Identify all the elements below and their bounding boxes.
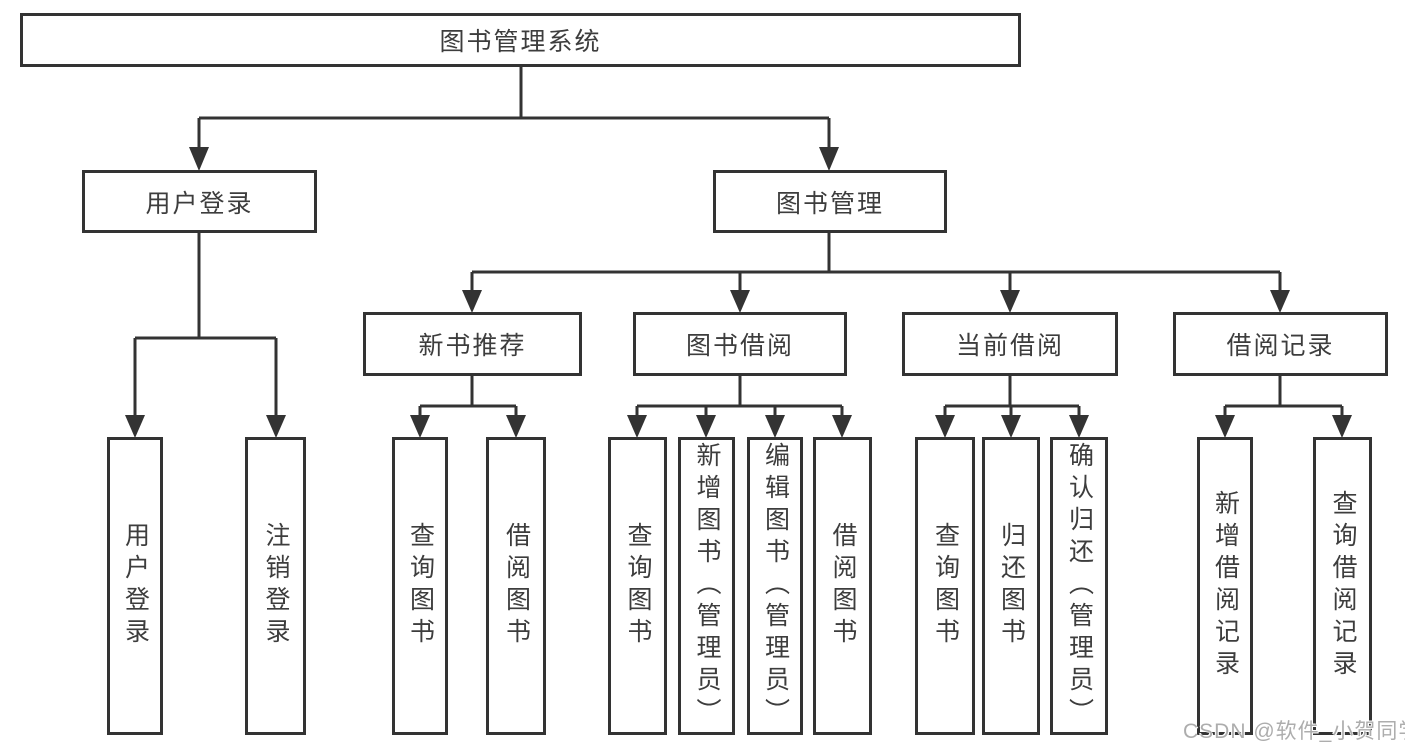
node-new-book-recommendation: 新书推荐 — [363, 312, 582, 376]
node-current-borrowing: 当前借阅 — [902, 312, 1118, 376]
node-label: 新书推荐 — [418, 332, 527, 360]
node-label: 查询图书 — [624, 522, 652, 650]
node-query-borrowing-record: 查询借阅记录 — [1313, 437, 1372, 735]
connector-user-login-to-children — [133, 232, 278, 417]
node-library-management-system: 图书管理系统 — [20, 13, 1021, 67]
node-label: 当前借阅 — [955, 332, 1064, 360]
connector-book-management-to-level3 — [470, 232, 1282, 291]
connector-borrowing-records-to-children — [1223, 375, 1344, 417]
node-label: 用户登录 — [145, 189, 254, 218]
node-label: 查询图书 — [931, 522, 960, 650]
node-add-book-admin: 新增图书（管理员） — [678, 437, 735, 735]
node-book-management: 图书管理 — [713, 170, 947, 233]
node-label: 查询借阅记录 — [1329, 490, 1357, 682]
node-label: 图书管理系统 — [439, 28, 602, 56]
node-user-login: 用户登录 — [82, 170, 317, 233]
node-label: 查询图书 — [406, 522, 435, 650]
node-query-book-1: 查询图书 — [392, 437, 448, 735]
node-confirm-return-admin: 确认归还（管理员） — [1050, 437, 1108, 735]
node-label: 归还图书 — [997, 522, 1026, 650]
node-label: 借阅图书 — [829, 522, 857, 650]
node-book-borrowing: 图书借阅 — [633, 312, 847, 376]
node-label: 编辑图书（管理员） — [761, 442, 790, 730]
node-label: 新增借阅记录 — [1211, 490, 1240, 682]
node-label: 用户登录 — [121, 522, 150, 650]
node-borrow-book-1: 借阅图书 — [486, 437, 546, 735]
node-label: 注销登录 — [262, 522, 290, 650]
connector-current-borrowing-to-children — [943, 375, 1081, 417]
node-query-book-3: 查询图书 — [915, 437, 975, 735]
connector-root-to-level1 — [197, 65, 831, 152]
node-borrowing-records: 借阅记录 — [1173, 312, 1388, 376]
node-label: 图书借阅 — [685, 332, 794, 360]
node-user-login-action: 用户登录 — [107, 437, 163, 735]
connector-new-book-recommendation-to-children — [418, 375, 518, 417]
node-query-book-2: 查询图书 — [608, 437, 667, 735]
node-return-book: 归还图书 — [982, 437, 1040, 735]
node-label: 图书管理 — [775, 189, 884, 218]
node-label: 新增图书（管理员） — [693, 442, 721, 730]
node-label: 借阅记录 — [1226, 332, 1335, 360]
csdn-watermark: CSDN @软件_小贺同学 — [1183, 720, 1405, 743]
connector-book-borrowing-to-children — [635, 375, 844, 417]
node-label: 借阅图书 — [502, 522, 531, 650]
node-edit-book-admin: 编辑图书（管理员） — [747, 437, 803, 735]
node-label: 确认归还（管理员） — [1065, 442, 1094, 730]
node-borrow-book-2: 借阅图书 — [813, 437, 872, 735]
node-logout-action: 注销登录 — [245, 437, 306, 735]
node-add-borrowing-record: 新增借阅记录 — [1197, 437, 1253, 735]
